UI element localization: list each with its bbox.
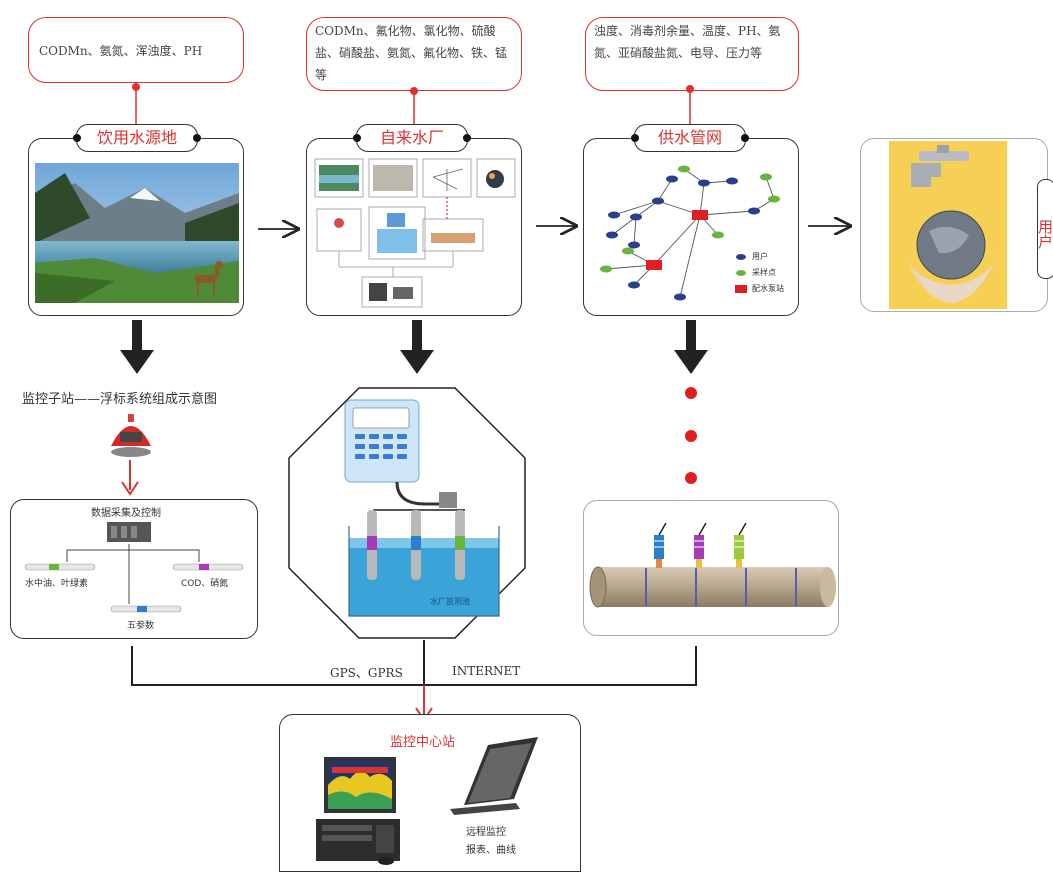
faucet-globe-image: [889, 141, 1007, 309]
buoy-components: [24, 522, 244, 613]
buoy-device-icon: [111, 414, 151, 457]
gps-label: GPS、GPRS: [330, 666, 403, 680]
center-devices: [316, 737, 538, 865]
network-panel: 用户 采样点 配水泵站: [583, 138, 799, 316]
internet-label: INTERNET: [452, 664, 521, 678]
plant-title: 自来水厂: [353, 124, 471, 152]
pipe-panel: [583, 500, 839, 636]
legend-user: 用户: [752, 252, 768, 261]
plant-params-box: CODMn、氟化物、氯化物、硫酸盐、硝酸盐、氨氮、氟化物、铁、锰等: [306, 17, 522, 91]
plant-tank-label: 水厂监测池: [430, 597, 470, 606]
sensor-left-label: 水中油、叶绿素: [25, 579, 89, 589]
network-params-text: 浊度、消毒剂余量、温度、PH、氨氮、亚硝酸盐氮、电导、压力等: [594, 24, 781, 60]
source-panel: [28, 138, 244, 316]
user-panel: 用户: [860, 138, 1053, 312]
user-title: 用户: [1037, 179, 1053, 279]
buoy-panel: 数据采集及控制 水中油、叶绿素 COD、硝氮 五参数: [10, 499, 258, 639]
user-title-text: 用户: [1037, 219, 1053, 249]
pipe-network-graph: [600, 165, 780, 301]
center-remote-label: 远程监控: [466, 827, 506, 838]
source-title: 饮用水源地: [73, 124, 201, 152]
buoy-title: 监控子站——浮标系统组成示意图: [22, 392, 218, 407]
network-title: 供水管网: [631, 124, 749, 152]
center-panel: 监控中心站 远程监控 报表、曲线: [279, 714, 581, 872]
network-title-text: 供水管网: [657, 128, 722, 147]
plant-panel: [306, 138, 522, 316]
source-params-text: CODMn、氨氮、浑浊度、PH: [39, 44, 203, 58]
source-title-text: 饮用水源地: [96, 128, 177, 147]
plant-process-diagram: [314, 158, 516, 308]
dac-label: 数据采集及控制: [91, 508, 161, 519]
plant-params-text: CODMn、氟化物、氯化物、硫酸盐、硝酸盐、氨氮、氟化物、铁、锰等: [315, 24, 508, 82]
center-report-label: 报表、曲线: [466, 845, 516, 856]
lake-landscape-image: [35, 163, 239, 303]
sensor-right-label: COD、硝氮: [181, 579, 229, 589]
sensor-bottom-label: 五参数: [127, 621, 155, 631]
center-title: 监控中心站: [390, 735, 456, 750]
plant-title-text: 自来水厂: [379, 128, 444, 147]
legend-station: 配水泵站: [752, 284, 784, 293]
network-params-box: 浊度、消毒剂余量、温度、PH、氨氮、亚硝酸盐氮、电导、压力等: [585, 17, 799, 91]
legend-sample: 采样点: [752, 268, 776, 277]
plant-monitor-octagon: [288, 387, 526, 639]
source-params-box: CODMn、氨氮、浑浊度、PH: [28, 17, 244, 83]
pipe-sensors-image: [589, 522, 836, 608]
